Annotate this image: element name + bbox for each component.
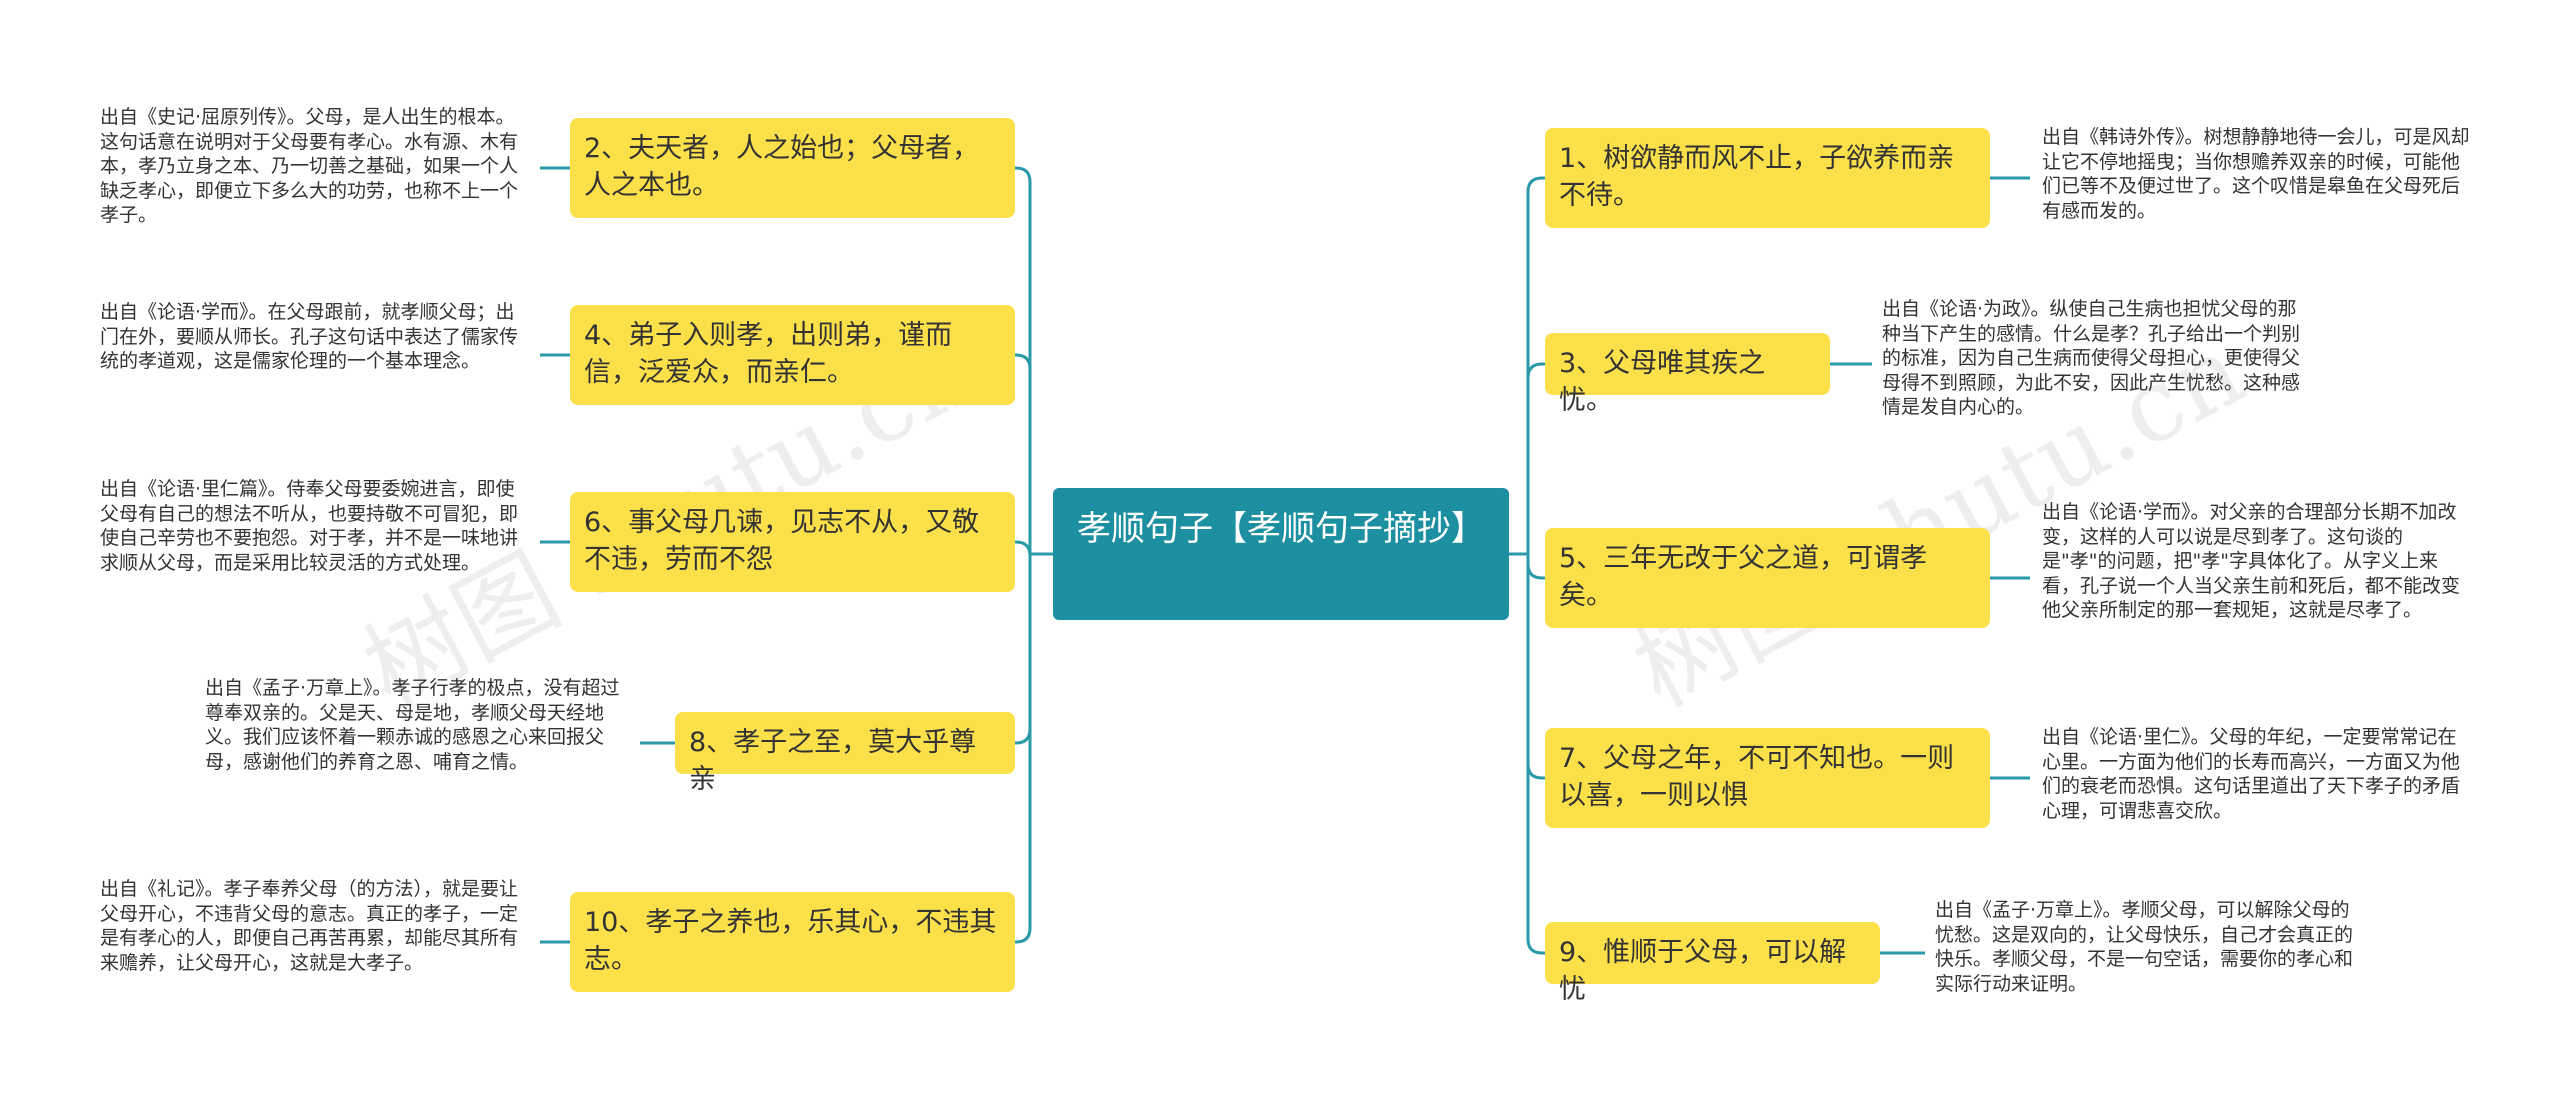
branch-node[interactable]: 3、父母唯其疾之忧。	[1545, 333, 1830, 416]
branch-node[interactable]: 9、惟顺于父母，可以解忧	[1545, 922, 1880, 1005]
branch-note: 出自《史记·屈原列传》。父母，是人出生的根本。这句话意在说明对于父母要有孝心。水…	[100, 106, 519, 226]
branch-note: 出自《论语·里仁篇》。侍奉父母要委婉进言，即使父母有自己的想法不听从，也要持敬不…	[100, 478, 519, 574]
branch-node[interactable]: 10、孝子之养也，乐其心，不违其志。	[570, 892, 1015, 992]
branch-note: 出自《论语·里仁》。父母的年纪，一定要常常记在心里。一方面为他们的长寿而高兴，一…	[2042, 726, 2461, 822]
connector-line	[1526, 554, 1545, 955]
branch-node[interactable]: 6、事父母几谏，见志不从，又敬不违，劳而不怨	[570, 492, 1015, 592]
connector-line	[1015, 166, 1032, 554]
central-topic[interactable]: 孝顺句子【孝顺句子摘抄】	[1053, 488, 1509, 620]
branch-node[interactable]: 2、夫天者，人之始也；父母者，人之本也。	[570, 118, 1015, 218]
branch-note: 出自《论语·为政》。纵使自己生病也担忧父母的那种当下产生的感情。什么是孝？孔子给…	[1882, 298, 2301, 418]
branch-node[interactable]: 8、孝子之至，莫大乎尊亲	[675, 712, 1015, 795]
branch-node[interactable]: 7、父母之年，不可不知也。一则以喜，一则以惧	[1545, 728, 1990, 828]
branch-node[interactable]: 5、三年无改于父之道，可谓孝矣。	[1545, 528, 1990, 628]
branch-note: 出自《论语·学而》。对父亲的合理部分长期不加改变，这样的人可以说是尽到孝了。这句…	[2042, 501, 2461, 621]
connector-line	[1015, 353, 1032, 554]
connector-line	[1015, 554, 1032, 745]
branch-note: 出自《韩诗外传》。树想静静地待一会儿，可是风却让它不停地摇曳；当你想赡养双亲的时…	[2042, 126, 2470, 222]
connector-line	[1526, 176, 1545, 554]
branch-note: 出自《孟子·万章上》。孝顺父母，可以解除父母的忧愁。这是双向的，让父母快乐，自己…	[1935, 899, 2354, 995]
connector-line	[1526, 554, 1545, 780]
connector-line	[1526, 554, 1545, 580]
connector-line	[1526, 362, 1545, 554]
branch-note: 出自《孟子·万章上》。孝子行孝的极点，没有超过尊奉双亲的。父是天、母是地，孝顺父…	[205, 677, 620, 773]
connector-line	[1015, 554, 1032, 944]
branch-note: 出自《论语·学而》。在父母跟前，就孝顺父母；出门在外，要顺从师长。孔子这句话中表…	[100, 301, 519, 372]
branch-note: 出自《礼记》。孝子奉养父母（的方法），就是要让父母开心，不违背父母的意志。真正的…	[100, 878, 519, 974]
branch-node[interactable]: 4、弟子入则孝，出则弟，谨而信，泛爱众，而亲仁。	[570, 305, 1015, 405]
branch-node[interactable]: 1、树欲静而风不止，子欲养而亲不待。	[1545, 128, 1990, 228]
connector-line	[1015, 540, 1032, 557]
